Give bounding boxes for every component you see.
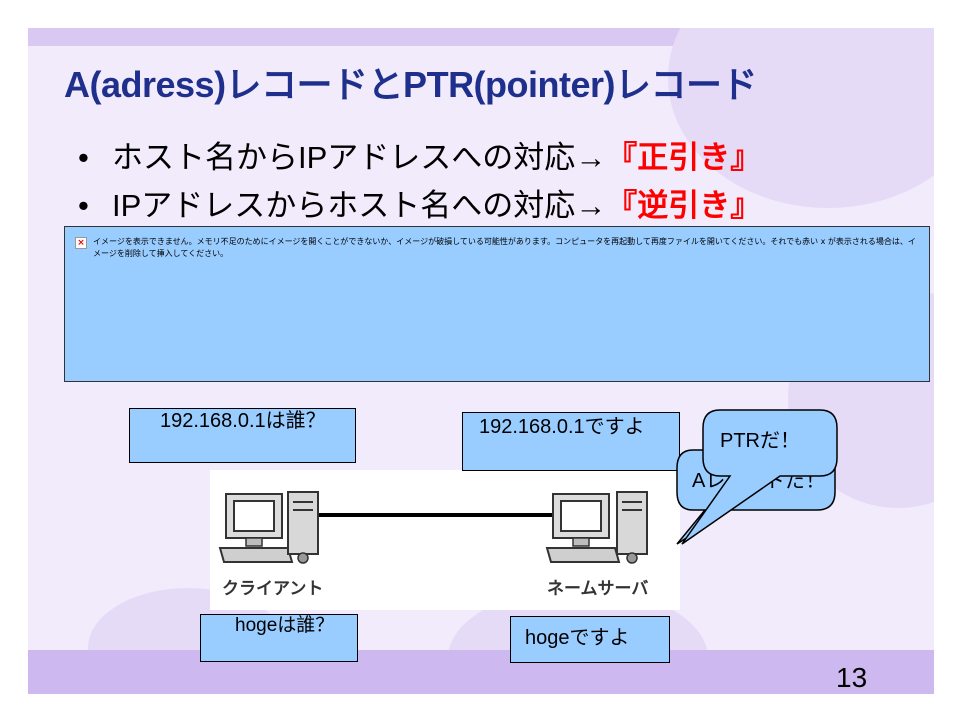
bullet-item: • IPアドレスからホスト名への対応→『逆引き』 [78, 182, 761, 230]
network-cable [305, 513, 555, 517]
server-computer-icon [545, 491, 648, 564]
slide-title: A(adress)レコードとPTR(pointer)レコード [64, 64, 758, 105]
server-ip-answer-text: 192.168.0.1ですよ [479, 416, 645, 438]
client-ip-query-box: 192.168.0.1は誰？ [129, 408, 356, 463]
server-host-answer-text: hogeですよ [525, 627, 630, 649]
client-computer-icon [218, 491, 319, 564]
server-ip-answer-box: 192.168.0.1ですよ [462, 412, 680, 471]
ptr-bubble-text: PTRだ！ [720, 430, 800, 452]
bullet-item: • ホスト名からIPアドレスへの対応→『正引き』 [78, 134, 761, 182]
server-host-answer-box: hogeですよ [510, 616, 670, 663]
server-label: ネームサーバ [547, 579, 649, 599]
client-ip-query-text: 192.168.0.1は誰？ [160, 410, 326, 432]
bullet-symbol: • [78, 188, 89, 223]
client-host-query-box: hogeは誰？ [200, 614, 358, 662]
bullet-text: IPアドレスからホスト名への対応→ [112, 188, 607, 223]
bullet-highlight: 『逆引き』 [606, 188, 762, 223]
broken-image-icon: × [75, 237, 87, 249]
ptr-bubble-shape [681, 409, 838, 545]
page-number: 13 [836, 662, 868, 693]
broken-image-message: イメージを表示できません。メモリ不足のためにイメージを開くことができないか、イメ… [93, 237, 916, 258]
broken-image-placeholder[interactable]: × イメージを表示できません。メモリ不足のためにイメージを開くことができないか、… [64, 226, 930, 382]
client-host-query-text: hogeは誰？ [235, 615, 335, 636]
bullet-text: ホスト名からIPアドレスへの対応→ [112, 140, 607, 175]
bullet-list: • ホスト名からIPアドレスへの対応→『正引き』 • IPアドレスからホスト名への対… [78, 134, 761, 230]
bottom-decor-band [28, 650, 934, 694]
client-label: クライアント [222, 579, 324, 599]
bullet-symbol: • [78, 140, 89, 175]
bullet-highlight: 『正引き』 [606, 140, 762, 175]
